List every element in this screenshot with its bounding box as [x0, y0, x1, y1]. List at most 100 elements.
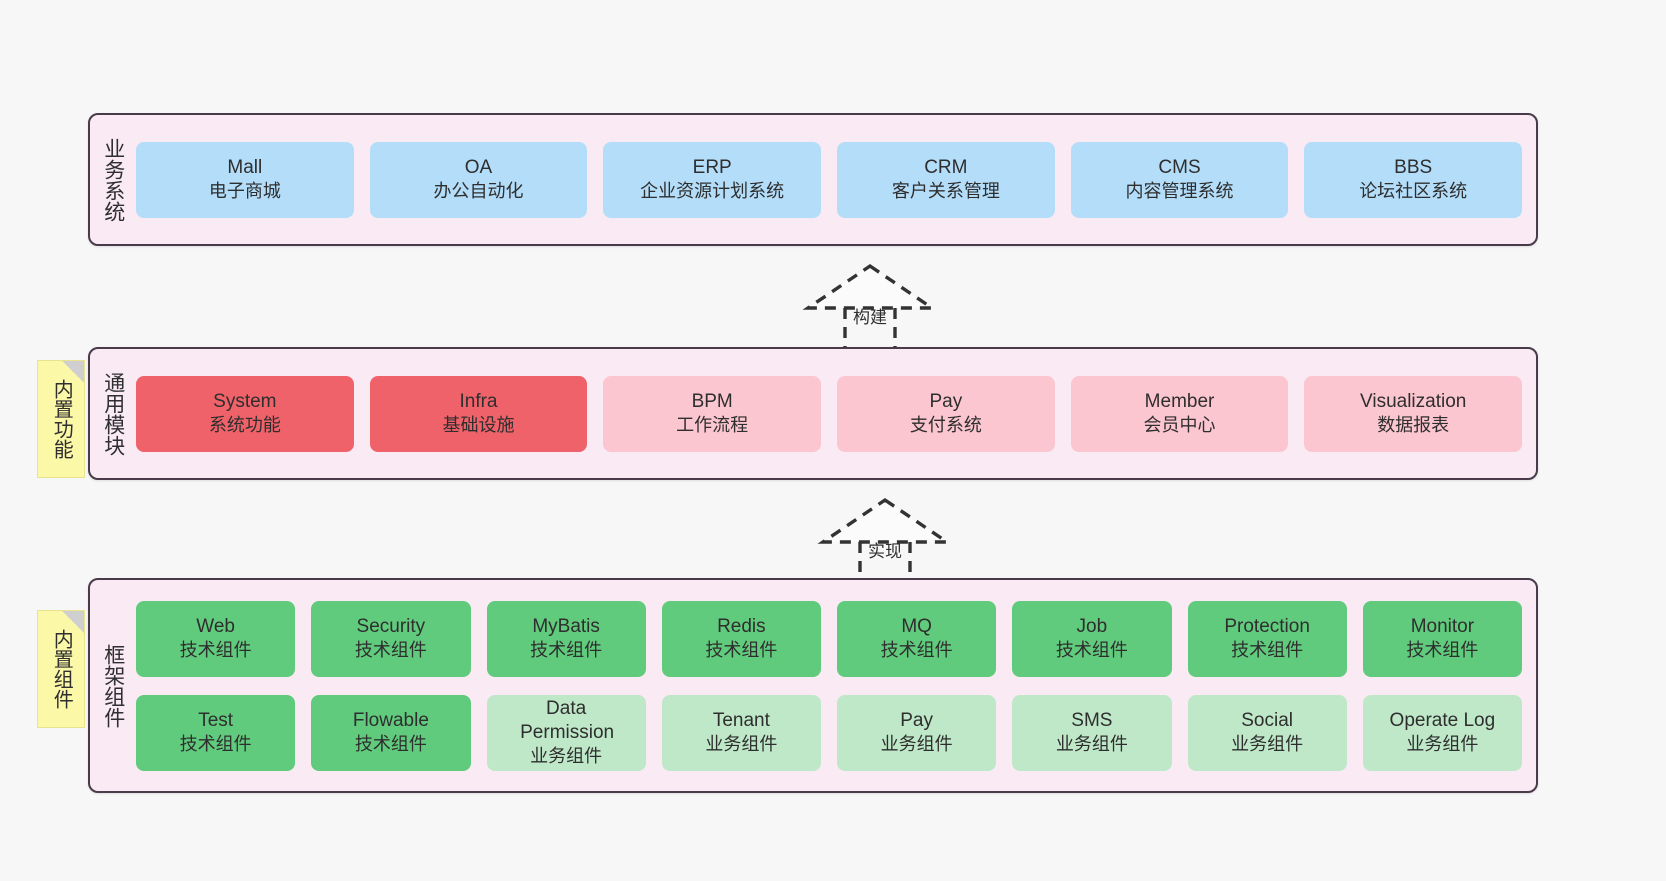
card-flowable[interactable]: Flowable 技术组件 — [311, 694, 471, 771]
card-title-cn: 基础设施 — [442, 415, 515, 436]
card-title-en: Test — [198, 709, 234, 731]
card-redis[interactable]: Redis 技术组件 — [661, 600, 821, 677]
layer-business-system[interactable]: 业务系统 Mall 电子商城 OA 办公自动化 ERP 企业资源计划系统 CRM — [88, 113, 1538, 246]
card-title-cn: 客户关系管理 — [891, 181, 1000, 202]
card-title-en: CMS — [1158, 156, 1201, 178]
card-title-en: Redis — [717, 615, 766, 637]
card-title-cn: 技术组件 — [530, 640, 603, 661]
note-builtin-component[interactable]: 内置组件 — [37, 610, 85, 728]
card-title-en: Visualization — [1360, 390, 1467, 412]
card-operate-log[interactable]: Operate Log 业务组件 — [1362, 694, 1522, 771]
card-title-cn: 支付系统 — [909, 415, 982, 436]
card-title-cn: 电子商城 — [208, 181, 281, 202]
card-title-cn: 业务组件 — [1231, 734, 1304, 755]
card-sms[interactable]: SMS 业务组件 — [1012, 694, 1172, 771]
card-row: Test 技术组件 Flowable 技术组件 Data Permission … — [136, 694, 1522, 771]
card-title-cn: 技术组件 — [354, 734, 427, 755]
layer-body-common-module: System 系统功能 Infra 基础设施 BPM 工作流程 Pay 支付系统… — [136, 349, 1536, 478]
card-title-en: Pay — [929, 390, 963, 412]
note-builtin-function[interactable]: 内置功能 — [37, 360, 85, 478]
card-title-en: MyBatis — [532, 615, 600, 637]
card-title-en: BPM — [691, 390, 733, 412]
card-title-en: Social — [1241, 709, 1293, 731]
layer-body-framework-component: Web 技术组件 Security 技术组件 MyBatis 技术组件 Redi… — [136, 580, 1536, 791]
card-title-cn: 业务组件 — [880, 734, 953, 755]
card-title-en: System — [213, 390, 277, 412]
card-job[interactable]: Job 技术组件 — [1012, 600, 1172, 677]
layer-common-module[interactable]: 通用模块 System 系统功能 Infra 基础设施 BPM 工作流程 Pay — [88, 347, 1538, 480]
card-title-en: Mall — [227, 156, 263, 178]
card-title-cn: 技术组件 — [354, 640, 427, 661]
card-member[interactable]: Member 会员中心 — [1070, 375, 1289, 452]
card-title-cn: 内容管理系统 — [1125, 181, 1234, 202]
card-title-en: Infra — [459, 390, 498, 412]
card-tenant[interactable]: Tenant 业务组件 — [661, 694, 821, 771]
card-title-en: SMS — [1071, 709, 1113, 731]
generalization-arrow-icon — [817, 497, 953, 588]
card-title-en: Data Permission — [520, 697, 615, 743]
card-title-cn: 技术组件 — [1231, 640, 1304, 661]
card-title-en: Member — [1144, 390, 1215, 412]
card-title-cn: 业务组件 — [1055, 734, 1128, 755]
card-title-cn: 业务组件 — [705, 734, 778, 755]
card-row: Web 技术组件 Security 技术组件 MyBatis 技术组件 Redi… — [136, 600, 1522, 677]
layer-body-business-system: Mall 电子商城 OA 办公自动化 ERP 企业资源计划系统 CRM 客户关系… — [136, 115, 1536, 244]
card-title-en: Protection — [1224, 615, 1310, 637]
layer-title-common-module: 通用模块 — [101, 371, 125, 456]
card-title-en: Monitor — [1410, 615, 1475, 637]
card-row: Mall 电子商城 OA 办公自动化 ERP 企业资源计划系统 CRM 客户关系… — [136, 141, 1523, 218]
card-title-en: ERP — [692, 156, 732, 178]
connector-build: 构建 — [795, 262, 945, 354]
card-title-cn: 业务组件 — [1406, 734, 1479, 755]
card-bpm[interactable]: BPM 工作流程 — [603, 375, 822, 452]
card-title-cn: 技术组件 — [179, 734, 252, 755]
card-visualization[interactable]: Visualization 数据报表 — [1304, 375, 1523, 452]
connector-implement: 实现 — [810, 496, 960, 588]
card-protection[interactable]: Protection 技术组件 — [1187, 600, 1347, 677]
card-pay-component[interactable]: Pay 业务组件 — [837, 694, 997, 771]
card-title-en: CRM — [924, 156, 968, 178]
card-row: System 系统功能 Infra 基础设施 BPM 工作流程 Pay 支付系统… — [136, 375, 1523, 452]
card-monitor[interactable]: Monitor 技术组件 — [1362, 600, 1522, 677]
generalization-arrow-icon — [802, 263, 938, 354]
card-mybatis[interactable]: MyBatis 技术组件 — [486, 600, 646, 677]
card-crm[interactable]: CRM 客户关系管理 — [837, 141, 1055, 218]
card-test[interactable]: Test 技术组件 — [136, 694, 296, 771]
card-mq[interactable]: MQ 技术组件 — [837, 600, 997, 677]
card-cms[interactable]: CMS 内容管理系统 — [1070, 141, 1289, 218]
layer-framework-component[interactable]: 框架组件 Web 技术组件 Security 技术组件 MyBatis 技术组件… — [88, 578, 1538, 793]
card-title-cn: 技术组件 — [880, 640, 953, 661]
connector-label-build: 构建 — [853, 308, 887, 327]
card-title-en: Pay — [900, 709, 933, 731]
card-title-cn: 数据报表 — [1377, 415, 1450, 436]
card-title-cn: 会员中心 — [1143, 415, 1216, 436]
card-mall[interactable]: Mall 电子商城 — [136, 141, 354, 218]
card-bbs[interactable]: BBS 论坛社区系统 — [1304, 141, 1523, 218]
card-title-cn: 技术组件 — [1406, 640, 1479, 661]
note-label: 内置功能 — [50, 379, 73, 459]
card-title-en: OA — [464, 156, 493, 178]
card-title-cn: 技术组件 — [705, 640, 778, 661]
card-web[interactable]: Web 技术组件 — [136, 600, 296, 677]
card-title-en: Job — [1076, 615, 1108, 637]
card-oa[interactable]: OA 办公自动化 — [369, 141, 588, 218]
card-data-permission[interactable]: Data Permission 业务组件 — [486, 694, 646, 771]
card-social[interactable]: Social 业务组件 — [1187, 694, 1347, 771]
card-title-en: BBS — [1394, 156, 1433, 178]
card-title-en: Flowable — [352, 709, 429, 731]
card-title-cn: 系统功能 — [208, 415, 281, 436]
card-system[interactable]: System 系统功能 — [136, 375, 354, 452]
card-pay-module[interactable]: Pay 支付系统 — [837, 375, 1055, 452]
card-title-cn: 工作流程 — [676, 415, 749, 436]
card-title-en: Web — [196, 615, 235, 637]
card-title-cn: 企业资源计划系统 — [640, 181, 785, 202]
card-title-cn: 论坛社区系统 — [1359, 181, 1468, 202]
card-title-en: Operate Log — [1389, 709, 1496, 731]
note-label: 内置组件 — [50, 629, 73, 709]
card-title-cn: 办公自动化 — [433, 181, 524, 202]
card-title-en: Tenant — [712, 709, 770, 731]
card-erp[interactable]: ERP 企业资源计划系统 — [603, 141, 822, 218]
card-infra[interactable]: Infra 基础设施 — [369, 375, 588, 452]
card-security[interactable]: Security 技术组件 — [311, 600, 471, 677]
